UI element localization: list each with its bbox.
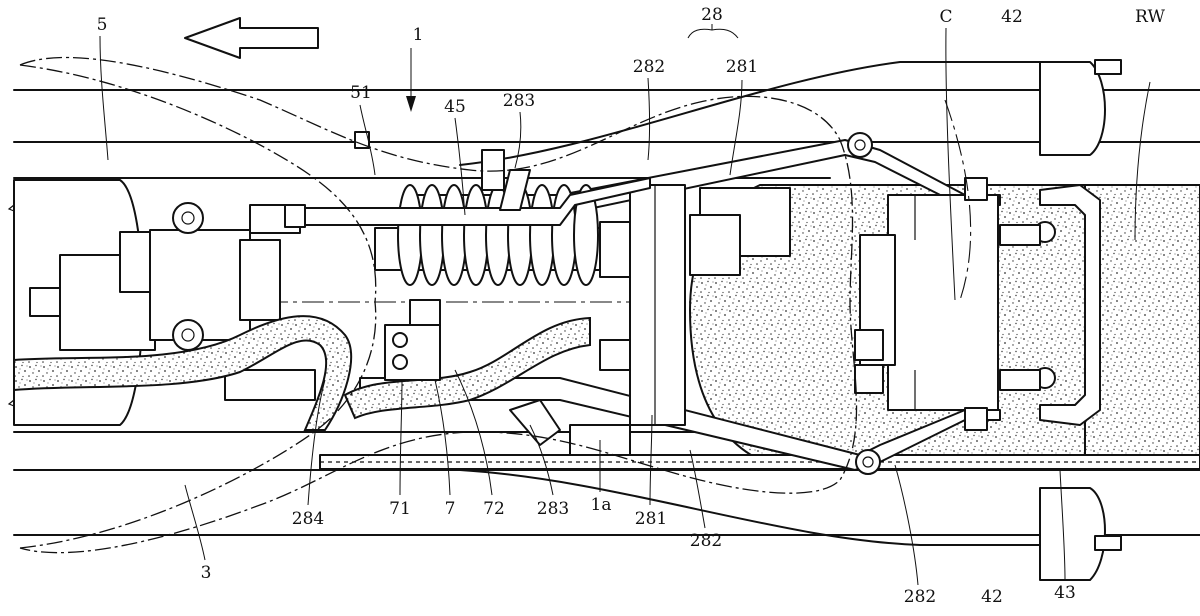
ref-5: 5	[97, 15, 108, 35]
ref-282-top: 282	[633, 57, 665, 77]
left-arrow-icon	[184, 17, 319, 59]
ref-283-bottom: 283	[537, 499, 569, 519]
ref-RW: RW	[1135, 7, 1165, 27]
ref-282-lower-right: 282	[904, 587, 936, 607]
ref-1a: 1a	[591, 495, 612, 515]
leader-lines	[99, 24, 1151, 586]
ref-72: 72	[483, 499, 505, 519]
ref-3: 3	[201, 563, 212, 583]
ref-283-top: 283	[503, 91, 535, 111]
ref-43: 43	[1054, 583, 1076, 603]
seat-outline	[19, 56, 858, 554]
label-1-arrow-icon	[406, 48, 416, 112]
ref-42-bottom: 42	[981, 587, 1003, 607]
reference-labels: 5 1 28 C 42 RW 51 45 283 282 281 284 71 …	[97, 5, 1166, 607]
ref-281-top: 281	[726, 57, 758, 77]
ref-28: 28	[701, 5, 723, 25]
ref-C: C	[939, 7, 952, 27]
wheel-center-arc	[944, 99, 972, 301]
harness-clamp	[384, 299, 441, 381]
caliper-assembly	[854, 177, 1101, 431]
ref-51: 51	[350, 83, 372, 103]
swing-arm	[459, 59, 1122, 581]
ref-45: 45	[444, 97, 466, 117]
ref-282-bottom: 282	[690, 531, 722, 551]
upper-pipe	[299, 149, 651, 226]
drive-chain	[319, 454, 1200, 470]
ref-71: 71	[389, 499, 411, 519]
ref-1: 1	[413, 25, 424, 45]
ref-284: 284	[292, 509, 324, 529]
ref-281-bottom: 281	[635, 509, 667, 529]
ref-42-top: 42	[1001, 7, 1023, 27]
ref-7: 7	[445, 499, 456, 519]
wire-harness	[13, 315, 591, 431]
